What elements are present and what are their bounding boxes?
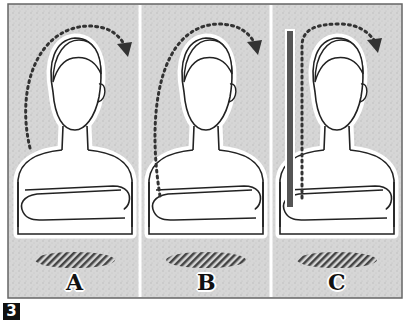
shadow: [35, 252, 377, 268]
person-figure: [149, 38, 263, 234]
panel-frame: [8, 4, 402, 298]
panel-letter: B: [197, 271, 216, 293]
person-figure: [18, 38, 132, 234]
wall-bar: [286, 30, 294, 208]
person-figure: [280, 38, 394, 234]
panel-divider: [270, 5, 273, 297]
arrowhead: [117, 38, 382, 57]
panel-letter: C: [328, 271, 346, 293]
panel-letter: A: [66, 271, 83, 293]
motion-arrow: [26, 24, 374, 198]
panel-divider: [139, 5, 142, 297]
figure-number: 3: [3, 303, 20, 320]
